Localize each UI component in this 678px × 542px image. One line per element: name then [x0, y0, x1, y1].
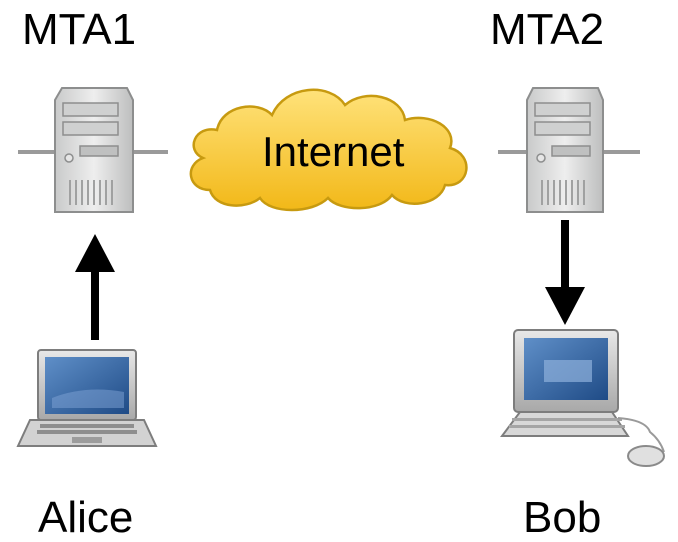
mta1-label: MTA1 — [22, 5, 137, 54]
arrow-mta2-to-bob — [545, 220, 585, 325]
alice-label: Alice — [38, 493, 134, 542]
bob-desktop-computer-icon — [500, 329, 665, 467]
arrow-alice-to-mta1 — [75, 234, 115, 340]
bob-label: Bob — [523, 493, 602, 542]
mta1-server-icon — [18, 87, 168, 213]
internet-cloud-icon — [189, 88, 468, 212]
mta2-server-icon — [498, 87, 640, 213]
internet-label: Internet — [262, 128, 405, 175]
mta2-label: MTA2 — [490, 5, 605, 54]
alice-laptop-icon — [16, 349, 158, 447]
